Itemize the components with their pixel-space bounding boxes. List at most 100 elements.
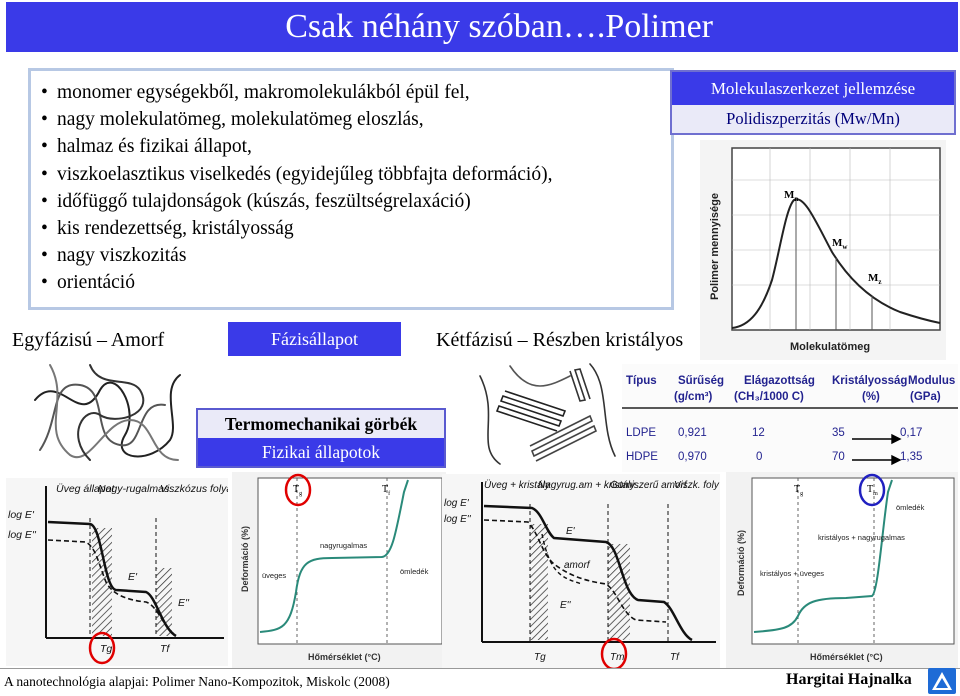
table-header-modulus-unit: (GPa) bbox=[910, 391, 941, 403]
tm-label: Tm bbox=[867, 484, 878, 497]
table-cell: 12 bbox=[752, 427, 765, 439]
mz-label: Mz bbox=[868, 272, 882, 286]
table-arrows bbox=[852, 433, 902, 466]
zone-crystalline-rubbery: kristályos + nagyrugalmas bbox=[818, 533, 905, 542]
tf-label: Tf bbox=[160, 643, 170, 655]
e-double-prime-curve bbox=[47, 539, 175, 635]
university-logo-icon bbox=[928, 668, 956, 694]
e-prime-label: E' bbox=[566, 526, 576, 537]
zone-melt: ömledék bbox=[400, 567, 429, 576]
bullet-box: monomer egységekből, makromolekulákból é… bbox=[28, 68, 674, 310]
polyethylene-properties-table: Típus Sűrűség (g/cm³) Elágazottság (CH₃/… bbox=[622, 364, 958, 472]
header-rubbery: Nagy-rugalmas bbox=[98, 483, 170, 495]
tm-label: Tm bbox=[610, 652, 624, 663]
semicrystalline-chain-illustration bbox=[479, 363, 616, 465]
table-cell: 0,921 bbox=[678, 427, 707, 439]
tg-hatch bbox=[530, 524, 548, 640]
bullet-item: viszkoelasztikus viselkedés (egyidejűleg… bbox=[41, 161, 671, 188]
figure-background bbox=[442, 474, 720, 668]
y-axis-label: Polimer mennyisége bbox=[709, 193, 721, 300]
amorphous-thermomechanical-chart: üveges nagyrugalmas ömledék Deformáció (… bbox=[232, 472, 446, 668]
table-header-modulus: Modulus bbox=[908, 375, 955, 387]
bullet-list: monomer egységekből, makromolekulákból é… bbox=[31, 71, 671, 297]
molecular-weight-distribution-figure: Mn Mw Mz Polimer mennyisége Molekulatöme… bbox=[700, 140, 946, 360]
zone-rubbery: nagyrugalmas bbox=[320, 541, 367, 550]
deformation-curve bbox=[259, 479, 409, 633]
table-header-branching-unit: (CH₃/1000 C) bbox=[734, 391, 804, 403]
e-double-prime-label: E'' bbox=[560, 600, 572, 611]
tm-hatch bbox=[608, 544, 630, 640]
figure-background bbox=[6, 478, 228, 666]
tg-label: Tg bbox=[293, 484, 302, 497]
bullet-item: nagy viszkozitás bbox=[41, 242, 671, 269]
tg-label: Tg bbox=[100, 643, 112, 655]
header-viscous: Viszk. foly bbox=[674, 480, 720, 491]
flow-hatch bbox=[156, 568, 172, 636]
polydispersity-label: Polidiszperzitás (Mw/Mn) bbox=[672, 105, 954, 133]
log-e-prime-label: log E' bbox=[8, 509, 35, 521]
plot-frame bbox=[751, 477, 955, 645]
tg-highlight-circle bbox=[88, 631, 116, 665]
footer-bar bbox=[0, 668, 960, 696]
amorphous-branch-curve bbox=[541, 533, 583, 585]
log-e-double-prime-label: log E'' bbox=[8, 529, 37, 541]
e-prime-label: E' bbox=[128, 571, 138, 583]
table-header-density: Sűrűség bbox=[678, 375, 724, 387]
plot-frame bbox=[257, 477, 443, 645]
table-cell: 0,970 bbox=[678, 451, 707, 463]
tf-label: Tf bbox=[382, 484, 390, 497]
lamella-stack-2 bbox=[529, 414, 598, 462]
transition-hatch bbox=[92, 528, 112, 636]
thermomechanical-curves-title: Termomechanikai görbék bbox=[198, 410, 444, 438]
chain-1 bbox=[34, 374, 181, 458]
table-cell: LDPE bbox=[626, 427, 656, 439]
distribution-curve bbox=[731, 198, 941, 329]
x-axis-label: Hőmérséklet (°C) bbox=[308, 652, 381, 662]
header-rubbery-crystal: Nagyrug.am + kristály bbox=[538, 480, 636, 491]
e-double-prime-curve bbox=[483, 519, 667, 623]
table-header-type: Típus bbox=[626, 375, 657, 387]
table-header-crystallinity-unit: (%) bbox=[862, 391, 880, 403]
tg-label: Tg bbox=[794, 484, 803, 497]
tf-label: Tf bbox=[670, 652, 680, 663]
plot-grid bbox=[732, 148, 940, 330]
table-cell: 35 bbox=[832, 427, 845, 439]
molecular-structure-title: Molekulaszerkezet jellemzése bbox=[672, 72, 954, 105]
e-prime-curve bbox=[483, 504, 693, 642]
phase-state-button[interactable]: Fázisállapot bbox=[228, 322, 401, 356]
x-axis-label: Molekulatömeg bbox=[790, 341, 870, 353]
bullet-item: orientáció bbox=[41, 269, 671, 296]
thermomechanical-curves-box: Termomechanikai görbék Fizikai állapotok bbox=[196, 408, 446, 468]
physical-states-label: Fizikai állapotok bbox=[198, 438, 444, 466]
amorphous-segment-1 bbox=[479, 375, 501, 465]
header-viscous: Viszkózus folyadék bbox=[160, 483, 228, 495]
amorphous-label: amorf bbox=[564, 560, 591, 571]
y-axis-label: Deformáció (%) bbox=[736, 530, 746, 596]
table-cell: 1,35 bbox=[900, 451, 922, 463]
log-e-double-prime-label: log E'' bbox=[444, 514, 472, 525]
lamella-stack-1 bbox=[495, 390, 567, 432]
y-axis-label: Deformáció (%) bbox=[240, 526, 250, 592]
bullet-item: kis rendezettség, kristályosság bbox=[41, 215, 671, 242]
tg-highlight-circle bbox=[284, 473, 312, 507]
e-double-prime-label: E'' bbox=[178, 597, 190, 609]
zone-crystalline-glassy: kristályos + üveges bbox=[760, 569, 824, 578]
table-background bbox=[622, 364, 958, 472]
mw-label: Mw bbox=[832, 237, 848, 251]
amorphous-modulus-diagram: Üveg állapot Nagy-rugalmas Viszkózus fol… bbox=[6, 478, 228, 666]
slide-title: Csak néhány szóban….Polimer bbox=[6, 2, 958, 52]
chain-3 bbox=[49, 364, 179, 461]
zone-melt: ömledék bbox=[896, 503, 925, 512]
bullet-item: halmaz és fizikai állapot, bbox=[41, 133, 671, 160]
header-glass: Üveg állapot bbox=[56, 483, 115, 495]
single-phase-amorphous-label: Egyfázisú – Amorf bbox=[12, 329, 165, 351]
zone-glassy: üveges bbox=[262, 571, 286, 580]
bullet-item: monomer egységekből, makromolekulákból é… bbox=[41, 79, 671, 106]
crystalline-thermomechanical-chart: kristályos + üveges kristályos + nagyrug… bbox=[726, 472, 958, 668]
footer-course-label: A nanotechnológia alapjai: Polimer Nano-… bbox=[4, 674, 390, 689]
crystalline-modulus-diagram: Üveg + kristály Nagyrug.am + kristály Gu… bbox=[442, 474, 720, 668]
amorphous-segment-3 bbox=[509, 365, 571, 387]
tm-highlight-circle bbox=[858, 473, 886, 507]
table-cell: HDPE bbox=[626, 451, 658, 463]
chain-4 bbox=[77, 364, 145, 461]
